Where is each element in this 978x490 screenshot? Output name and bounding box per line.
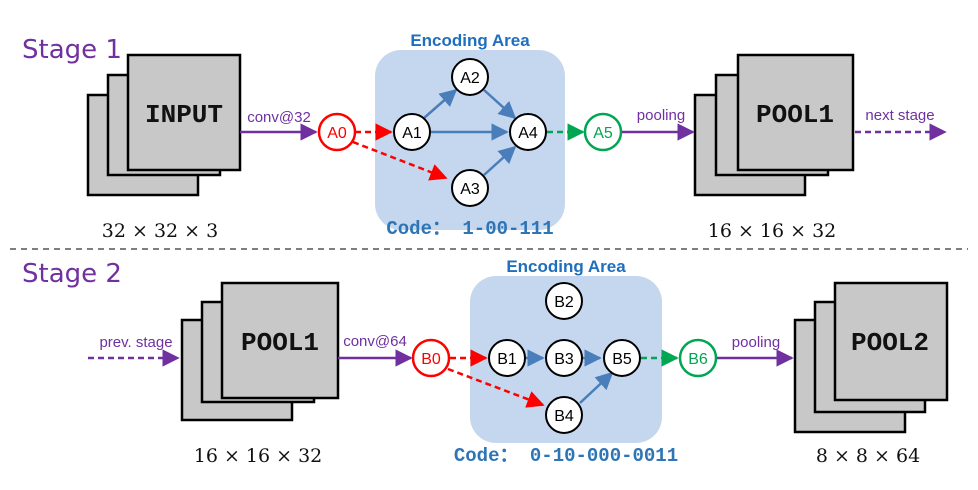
stage1-edge-a1-a2 [423,88,458,119]
stage1-pool-stack [693,53,855,197]
stage2-pool-stack [793,281,949,434]
stage1-node-a3-label: A3 [460,181,480,198]
stage2-node-b2: B2 [545,282,583,320]
stage2-node-b5-label: B5 [612,351,632,368]
stage2-node-b5: B5 [603,339,641,377]
stage1-node-a5: A5 [583,112,623,152]
stage1-node-a2-label: A2 [460,70,480,87]
stage1-node-a2: A2 [451,58,489,96]
stage1-node-a1: A1 [393,113,431,151]
stage2-node-b4: B4 [545,396,583,434]
stage1-node-a0-label: A0 [327,125,347,142]
stage2-node-b2-label: B2 [554,294,574,311]
stage1-input-label: INPUT [145,100,223,130]
stage2-node-b1: B1 [488,339,526,377]
stage2-input-dims: 16 × 16 × 32 [194,445,323,467]
stage2-code: Code： 0-10-000-0011 [454,445,678,467]
stage2-edge-b4-b5 [579,371,614,404]
stage1-node-a0: A0 [317,112,357,152]
stage1-node-a5-label: A5 [593,125,613,142]
stage2-conv-label: conv@64 [343,333,407,350]
stage2-input-stack [180,281,340,422]
stage1-node-a4-label: A4 [518,125,538,142]
stage2-label: Stage 2 [22,259,122,289]
stage2-node-b1-label: B1 [497,351,517,368]
stage2-node-b6-label: B6 [688,351,708,368]
stage1-label: Stage 1 [22,35,122,65]
stage2-node-b3-label: B3 [554,351,574,368]
stage1-pool-label: POOL1 [756,100,834,130]
stage1-pooling-label: pooling [637,107,685,124]
stage2-node-b0-label: B0 [421,351,441,368]
stage2-pooling-label: pooling [732,334,780,351]
stage1-pool-dims: 16 × 16 × 32 [708,220,837,242]
stage1-node-a3: A3 [451,169,489,207]
stage2-edge-b0-b4 [447,367,545,408]
stage2-pool-dims: 8 × 8 × 64 [816,445,920,467]
stage2-pool-label: POOL2 [851,328,929,358]
stage1-encoding-area [375,50,565,230]
stage1-node-a4: A4 [509,113,547,151]
stage2-node-b6: B6 [678,338,718,378]
stage1-next-label: next stage [865,107,934,124]
stage1-code: Code： 1-00-111 [386,218,553,240]
stage1-edge-a2-a4 [483,89,517,120]
stage1-edge-a0-a3 [352,140,448,181]
stage2-prev-label: prev. stage [99,334,172,351]
stage1-edge-a3-a4 [483,145,517,176]
stage2-node-b3: B3 [545,339,583,377]
stage2-node-b0: B0 [411,338,451,378]
stage2-area-title: Encoding Area [506,257,626,276]
stage1-node-a1-label: A1 [402,125,422,142]
stage1-conv-label: conv@32 [247,109,311,126]
stage2-input-label: POOL1 [241,328,319,358]
stage1-input-stack [86,53,242,197]
stage2-node-b4-label: B4 [554,408,574,425]
stage1-area-title: Encoding Area [410,31,530,50]
stage1-input-dims: 32 × 32 × 3 [102,220,218,242]
